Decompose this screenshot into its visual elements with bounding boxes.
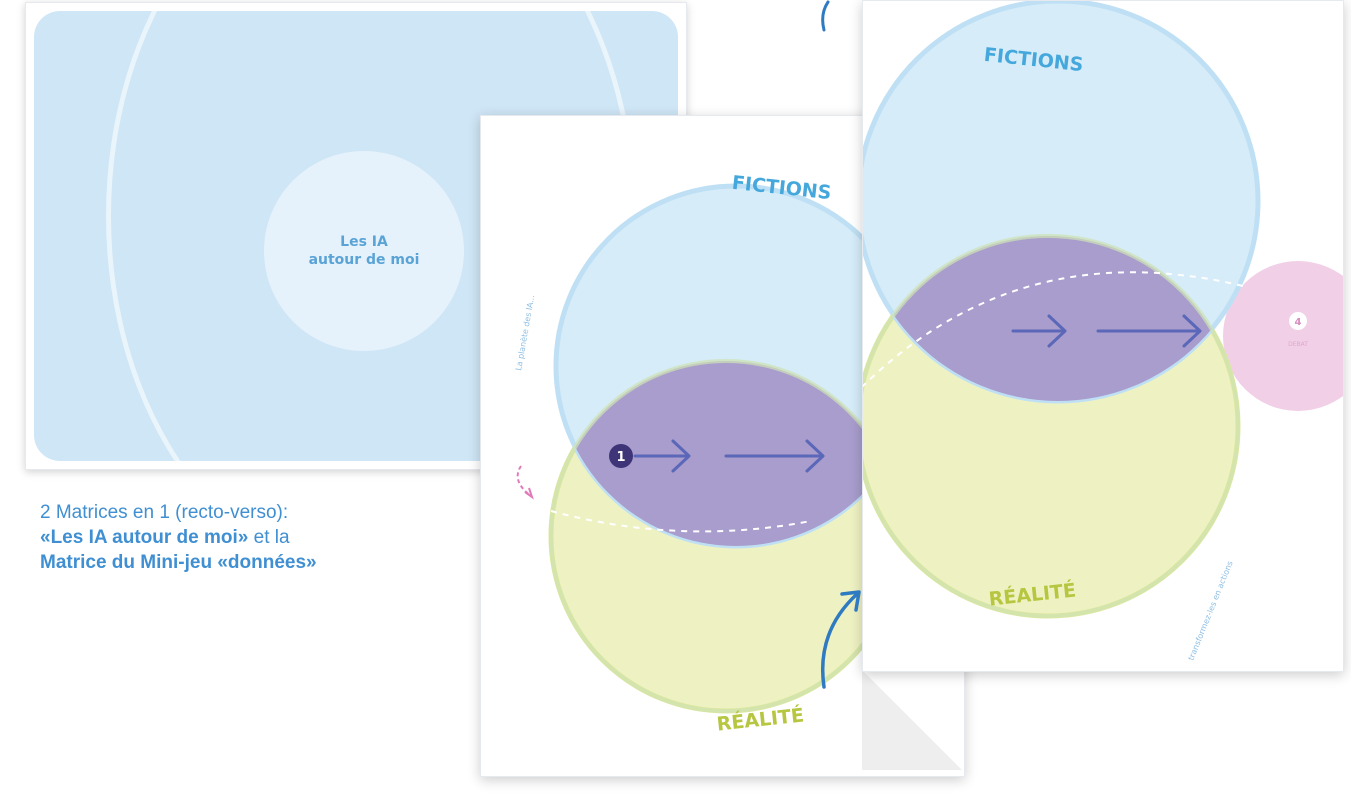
pink-badge — [1289, 312, 1307, 330]
pink-label: DEBAT — [1288, 341, 1308, 348]
center-title-line1: Les IA — [340, 234, 388, 250]
side-text: La planète des IA... — [513, 294, 536, 371]
caption-line2: «Les IA autour de moi» et la — [40, 525, 460, 550]
caption-line3-bold: Matrice du Mini-jeu «données» — [40, 552, 317, 573]
caption-line3: Matrice du Mini-jeu «données» — [40, 550, 460, 575]
dashed-path — [550, 510, 812, 533]
curly-arrow-icon — [820, 590, 861, 689]
step-badge — [609, 444, 633, 468]
side-text: transformez-les en actions — [1187, 560, 1235, 662]
caption-line2-rest: et la — [248, 527, 290, 548]
step-badge-number: 1 — [616, 450, 625, 465]
matrix-card-front-center: Les IA autour de moi — [264, 151, 464, 351]
matrix-card-b-drawing: 4 DEBAT transformez-les en actions — [863, 1, 1343, 662]
matrix-card-front-background: Les IA autour de moi — [34, 11, 678, 461]
curly-arrow-icon — [821, 0, 830, 32]
caption: 2 Matrices en 1 (recto-verso): «Les IA a… — [40, 500, 460, 575]
arrows — [633, 439, 825, 473]
caption-line1: 2 Matrices en 1 (recto-verso): — [40, 502, 289, 523]
card-fold — [862, 670, 962, 770]
pink-badge-number: 4 — [1295, 317, 1302, 328]
matrix-card-a-drawing: La planète des IA... 1 — [513, 172, 919, 736]
matrix-card-b: 4 DEBAT transformez-les en actions — [862, 0, 1344, 672]
dashed-path — [863, 271, 1244, 388]
center-title-line2: autour de moi — [308, 252, 420, 268]
arrows — [1011, 314, 1202, 348]
pink-circle — [1223, 261, 1343, 411]
caption-line2-bold: «Les IA autour de moi» — [40, 527, 249, 548]
